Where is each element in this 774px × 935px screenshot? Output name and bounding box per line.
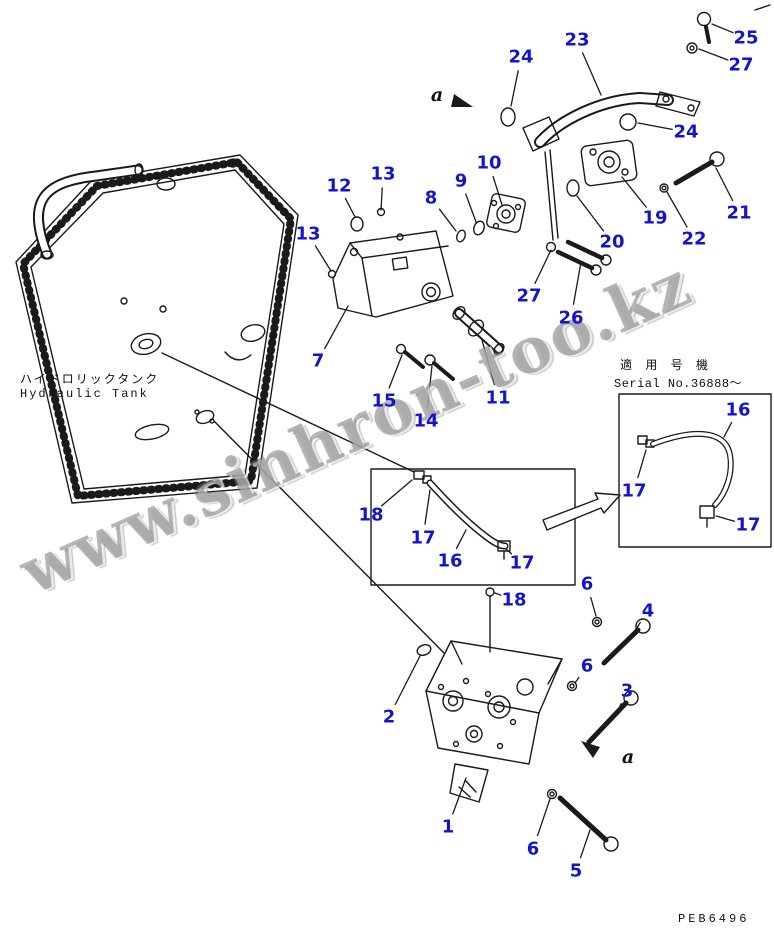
part-callout-16: 16 xyxy=(437,550,463,572)
part-callout-17: 17 xyxy=(410,527,436,549)
part-callout-10: 10 xyxy=(476,152,502,174)
view-arrow-icons xyxy=(451,94,600,758)
hydraulic-tank-drawing xyxy=(15,154,299,504)
part-callout-20: 20 xyxy=(599,231,625,253)
part-callout-19: 19 xyxy=(642,207,668,229)
part-callout-3: 3 xyxy=(620,680,634,702)
part-callout-26: 26 xyxy=(558,307,584,329)
part-callout-25: 25 xyxy=(733,27,759,49)
serial-number-label: Serial No.36888～ xyxy=(614,377,743,391)
part-callout-17: 17 xyxy=(621,480,647,502)
part-callout-6: 6 xyxy=(580,655,594,677)
flange-19-drawing xyxy=(566,139,725,197)
part-callout-4: 4 xyxy=(641,600,655,622)
part-callout-18: 18 xyxy=(501,589,527,611)
tank-label-japanese: ハイドロリックタンク xyxy=(20,372,160,386)
drawing-code: PEB6496 xyxy=(678,912,750,926)
part-callout-21: 21 xyxy=(726,202,752,224)
part-callout-2: 2 xyxy=(382,706,396,728)
part-callout-18: 18 xyxy=(358,504,384,526)
part-callout-27: 27 xyxy=(728,54,754,76)
part-callout-7: 7 xyxy=(311,350,325,372)
tank-label-english: Hydraulic Tank xyxy=(20,387,149,401)
part-callout-24: 24 xyxy=(508,46,534,68)
part-callout-9: 9 xyxy=(454,170,468,192)
part-callout-11: 11 xyxy=(485,387,511,409)
part-callout-8: 8 xyxy=(424,187,438,209)
part-callout-24: 24 xyxy=(673,121,699,143)
fitting-10-drawing xyxy=(456,193,526,243)
part-callout-22: 22 xyxy=(681,228,707,250)
fitting-11-drawing xyxy=(452,306,505,355)
part-callout-1: 1 xyxy=(441,816,455,838)
part-callout-13: 13 xyxy=(370,163,396,185)
part-callout-12: 12 xyxy=(326,175,352,197)
part-callout-16: 16 xyxy=(725,399,751,421)
reference-arrow xyxy=(542,492,621,531)
part-callout-5: 5 xyxy=(569,860,583,882)
part-callout-17: 17 xyxy=(735,514,761,536)
control-valve-1-drawing xyxy=(416,640,563,803)
part-callout-14: 14 xyxy=(413,410,439,432)
view-label-a-top: a xyxy=(430,84,444,106)
part-callout-6: 6 xyxy=(580,573,594,595)
leader-lines xyxy=(314,23,736,859)
part-callout-6: 6 xyxy=(526,838,540,860)
bolts-bottom-drawing xyxy=(546,616,651,852)
bolt-25-drawing xyxy=(686,11,712,54)
tube-16-box xyxy=(370,468,576,653)
detail-inset-box xyxy=(618,393,772,548)
part-callout-17: 17 xyxy=(509,552,535,574)
valve-7-drawing xyxy=(327,207,455,381)
part-callout-13: 13 xyxy=(295,223,321,245)
part-callout-27: 27 xyxy=(516,285,542,307)
view-label-a-bottom: a xyxy=(621,746,635,768)
tube-23-drawing xyxy=(500,91,701,241)
part-callout-23: 23 xyxy=(564,29,590,51)
part-callout-15: 15 xyxy=(371,390,397,412)
applicability-label: 適 用 号 機 xyxy=(620,358,714,372)
